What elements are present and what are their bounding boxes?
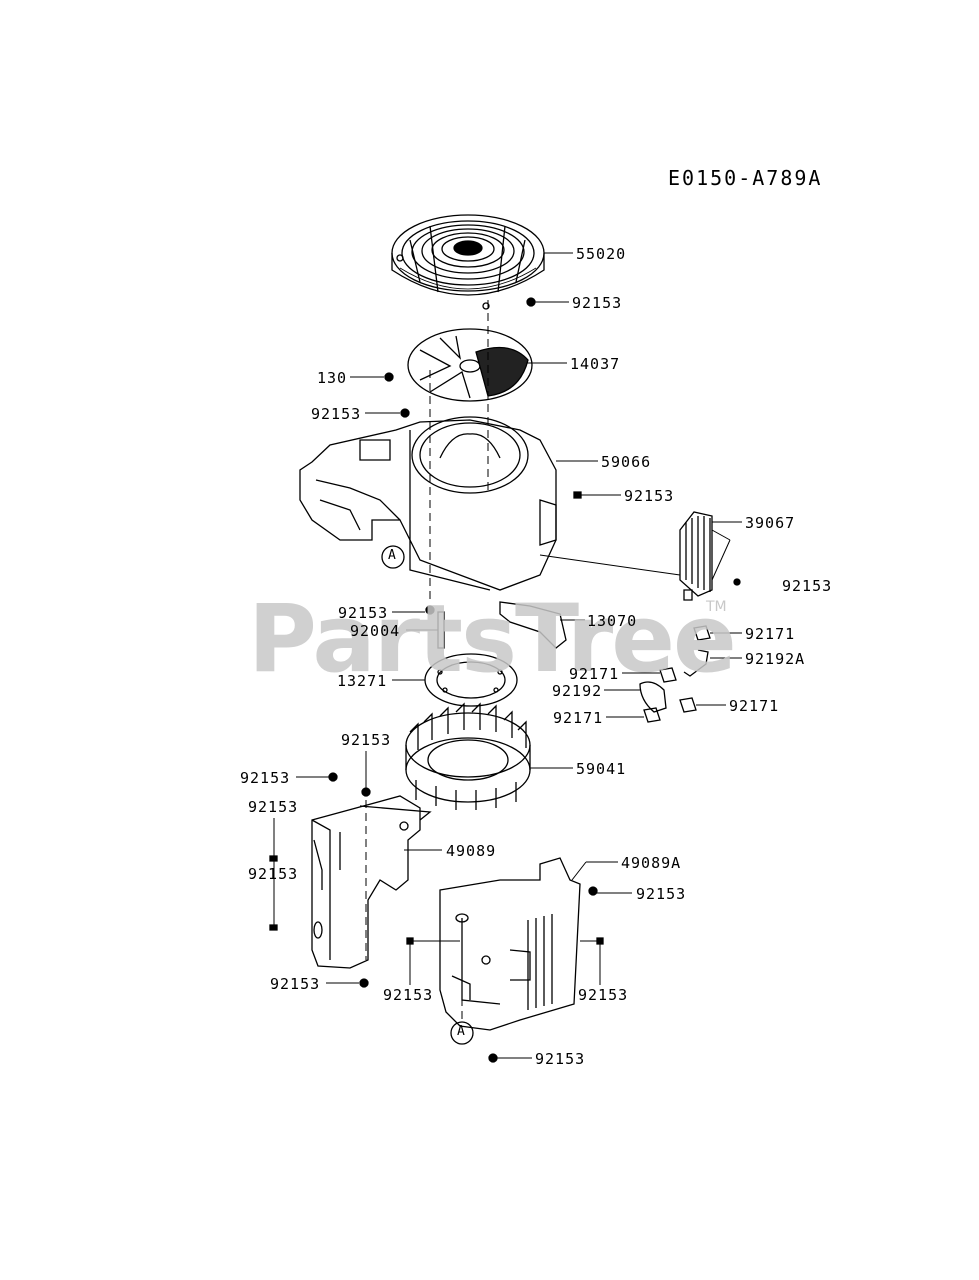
part-label-92192A[interactable]: 92192A xyxy=(745,650,806,668)
assembly-axis xyxy=(366,300,488,1020)
marker-a-bottom xyxy=(451,1022,473,1044)
part-label-92171[interactable]: 92171 xyxy=(745,625,796,643)
cover-49089A[interactable] xyxy=(440,858,580,1030)
part-label-92171[interactable]: 92171 xyxy=(569,665,620,683)
part-label-92004[interactable]: 92004 xyxy=(350,622,401,640)
marker-a-top xyxy=(382,546,404,568)
guide-39067[interactable] xyxy=(680,512,712,600)
part-label-49089A[interactable]: 49089A xyxy=(621,854,682,872)
part-label-92153[interactable]: 92153 xyxy=(383,986,434,1004)
leader-lines xyxy=(274,253,742,1058)
seal-13070[interactable] xyxy=(500,602,566,648)
part-label-92171[interactable]: 92171 xyxy=(553,709,604,727)
part-label-92153[interactable]: 92153 xyxy=(311,405,362,423)
part-label-92153[interactable]: 92153 xyxy=(535,1050,586,1068)
plate-14037[interactable] xyxy=(408,329,532,401)
part-label-14037[interactable]: 14037 xyxy=(570,355,621,373)
watermark: PartsTree xyxy=(248,585,737,694)
shroud-59066[interactable] xyxy=(300,417,556,590)
part-label-92153[interactable]: 92153 xyxy=(240,769,291,787)
part-label-92192[interactable]: 92192 xyxy=(552,682,603,700)
part-label-92153[interactable]: 92153 xyxy=(578,986,629,1004)
part-label-130[interactable]: 130 xyxy=(317,369,348,387)
part-label-92153[interactable]: 92153 xyxy=(572,294,623,312)
watermark-trademark: TM xyxy=(706,599,727,615)
fan-59041[interactable] xyxy=(406,704,530,810)
cover-49089[interactable] xyxy=(312,796,430,968)
part-label-92153[interactable]: 92153 xyxy=(248,865,299,883)
part-label-92171[interactable]: 92171 xyxy=(729,697,780,715)
part-label-92153[interactable]: 92153 xyxy=(782,577,833,595)
part-label-92153[interactable]: 92153 xyxy=(624,487,675,505)
part-label-92153[interactable]: 92153 xyxy=(248,798,299,816)
part-label-92153[interactable]: 92153 xyxy=(341,731,392,749)
part-label-59041[interactable]: 59041 xyxy=(576,760,627,778)
part-label-92153[interactable]: 92153 xyxy=(636,885,687,903)
part-label-92153[interactable]: 92153 xyxy=(338,604,389,622)
part-label-55020[interactable]: 55020 xyxy=(576,245,627,263)
marker-a-bottom-label: A xyxy=(457,1024,466,1039)
marker-a-top-label: A xyxy=(388,548,397,563)
part-label-92153[interactable]: 92153 xyxy=(270,975,321,993)
fittings-92171-92192[interactable] xyxy=(640,626,710,722)
part-label-59066[interactable]: 59066 xyxy=(601,453,652,471)
diagram-reference: E0150-A789A xyxy=(668,166,823,190)
screen-55020[interactable] xyxy=(392,215,544,309)
part-label-39067[interactable]: 39067 xyxy=(745,514,796,532)
part-label-13271[interactable]: 13271 xyxy=(337,672,388,690)
part-label-49089[interactable]: 49089 xyxy=(446,842,497,860)
part-label-13070[interactable]: 13070 xyxy=(587,612,638,630)
